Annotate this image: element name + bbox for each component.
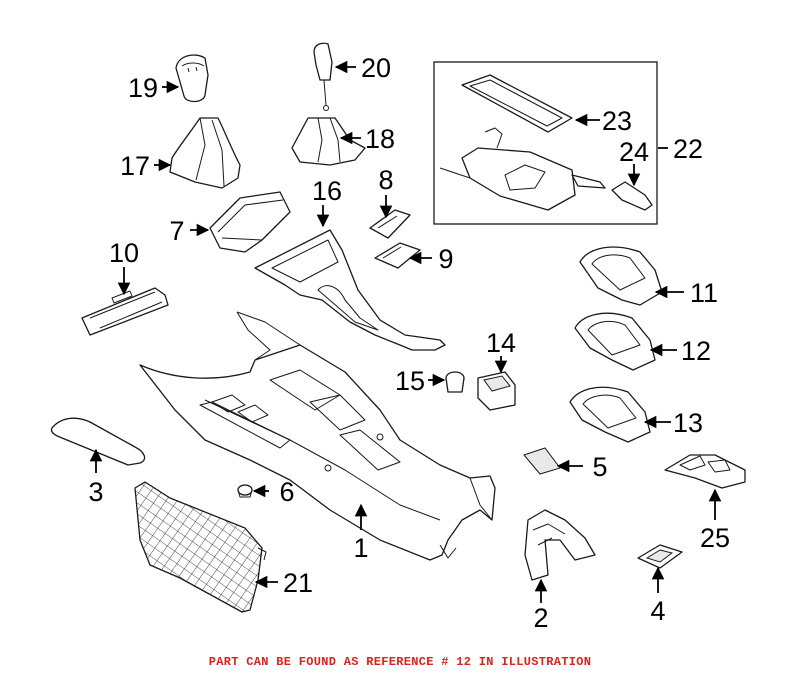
part-7-cup-holder (209, 191, 291, 253)
callout-5: 5 (592, 452, 607, 482)
footer-note: PART CAN BE FOUND AS REFERENCE # 12 IN I… (208, 655, 592, 669)
part-15-socket (445, 371, 465, 393)
callout-19: 19 (128, 73, 158, 103)
part-23-cover (461, 74, 573, 133)
part-22-assembly-box (433, 61, 658, 225)
part-10-switch-panel (81, 287, 169, 336)
part-12-bezel (574, 312, 656, 371)
part-6-clip (237, 484, 253, 498)
callout-24: 24 (619, 137, 649, 167)
part-9-tray (374, 242, 421, 269)
part-25-bracket (664, 454, 746, 489)
callout-10: 10 (109, 238, 139, 268)
callout-9: 9 (438, 244, 453, 274)
callout-15: 15 (395, 366, 425, 396)
callout-numbers: 1 2 3 4 5 6 7 8 9 10 11 12 13 14 15 16 1… (88, 53, 730, 633)
callout-14: 14 (486, 328, 516, 358)
callout-4: 4 (650, 596, 665, 626)
callout-7: 7 (169, 216, 184, 246)
part-17-gaiter (169, 117, 241, 189)
part-21-net (134, 481, 267, 613)
callout-25: 25 (700, 523, 730, 553)
callout-23: 23 (602, 106, 632, 136)
leader-arrows (89, 60, 722, 603)
callout-2: 2 (533, 603, 548, 633)
part-19-knob (175, 54, 209, 103)
callout-11: 11 (690, 278, 718, 308)
callout-12: 12 (681, 336, 711, 366)
callout-3: 3 (88, 477, 103, 507)
callout-8: 8 (378, 165, 393, 195)
part-4-switch (637, 544, 683, 569)
callout-17: 17 (120, 151, 150, 181)
callout-22: 22 (673, 134, 703, 164)
part-11-bezel (579, 246, 663, 306)
part-3-side-pad (50, 417, 146, 466)
part-18-gaiter (291, 117, 366, 166)
part-14-switch (477, 371, 516, 411)
part-20-selector (313, 42, 333, 111)
part-24-handle (611, 181, 653, 211)
callout-6: 6 (279, 477, 294, 507)
part-13-bezel (569, 386, 651, 443)
part-2-rear-trim (524, 509, 596, 581)
callout-16: 16 (312, 176, 342, 206)
callout-18: 18 (365, 124, 395, 154)
callout-13: 13 (673, 408, 703, 438)
callout-20: 20 (361, 53, 391, 83)
part-5-pad (523, 447, 561, 475)
part-8-insert (369, 209, 411, 239)
callout-21: 21 (283, 568, 313, 598)
callout-1: 1 (353, 533, 368, 563)
part-1-center-console (139, 311, 496, 561)
part-16-trim-panel (254, 229, 446, 351)
